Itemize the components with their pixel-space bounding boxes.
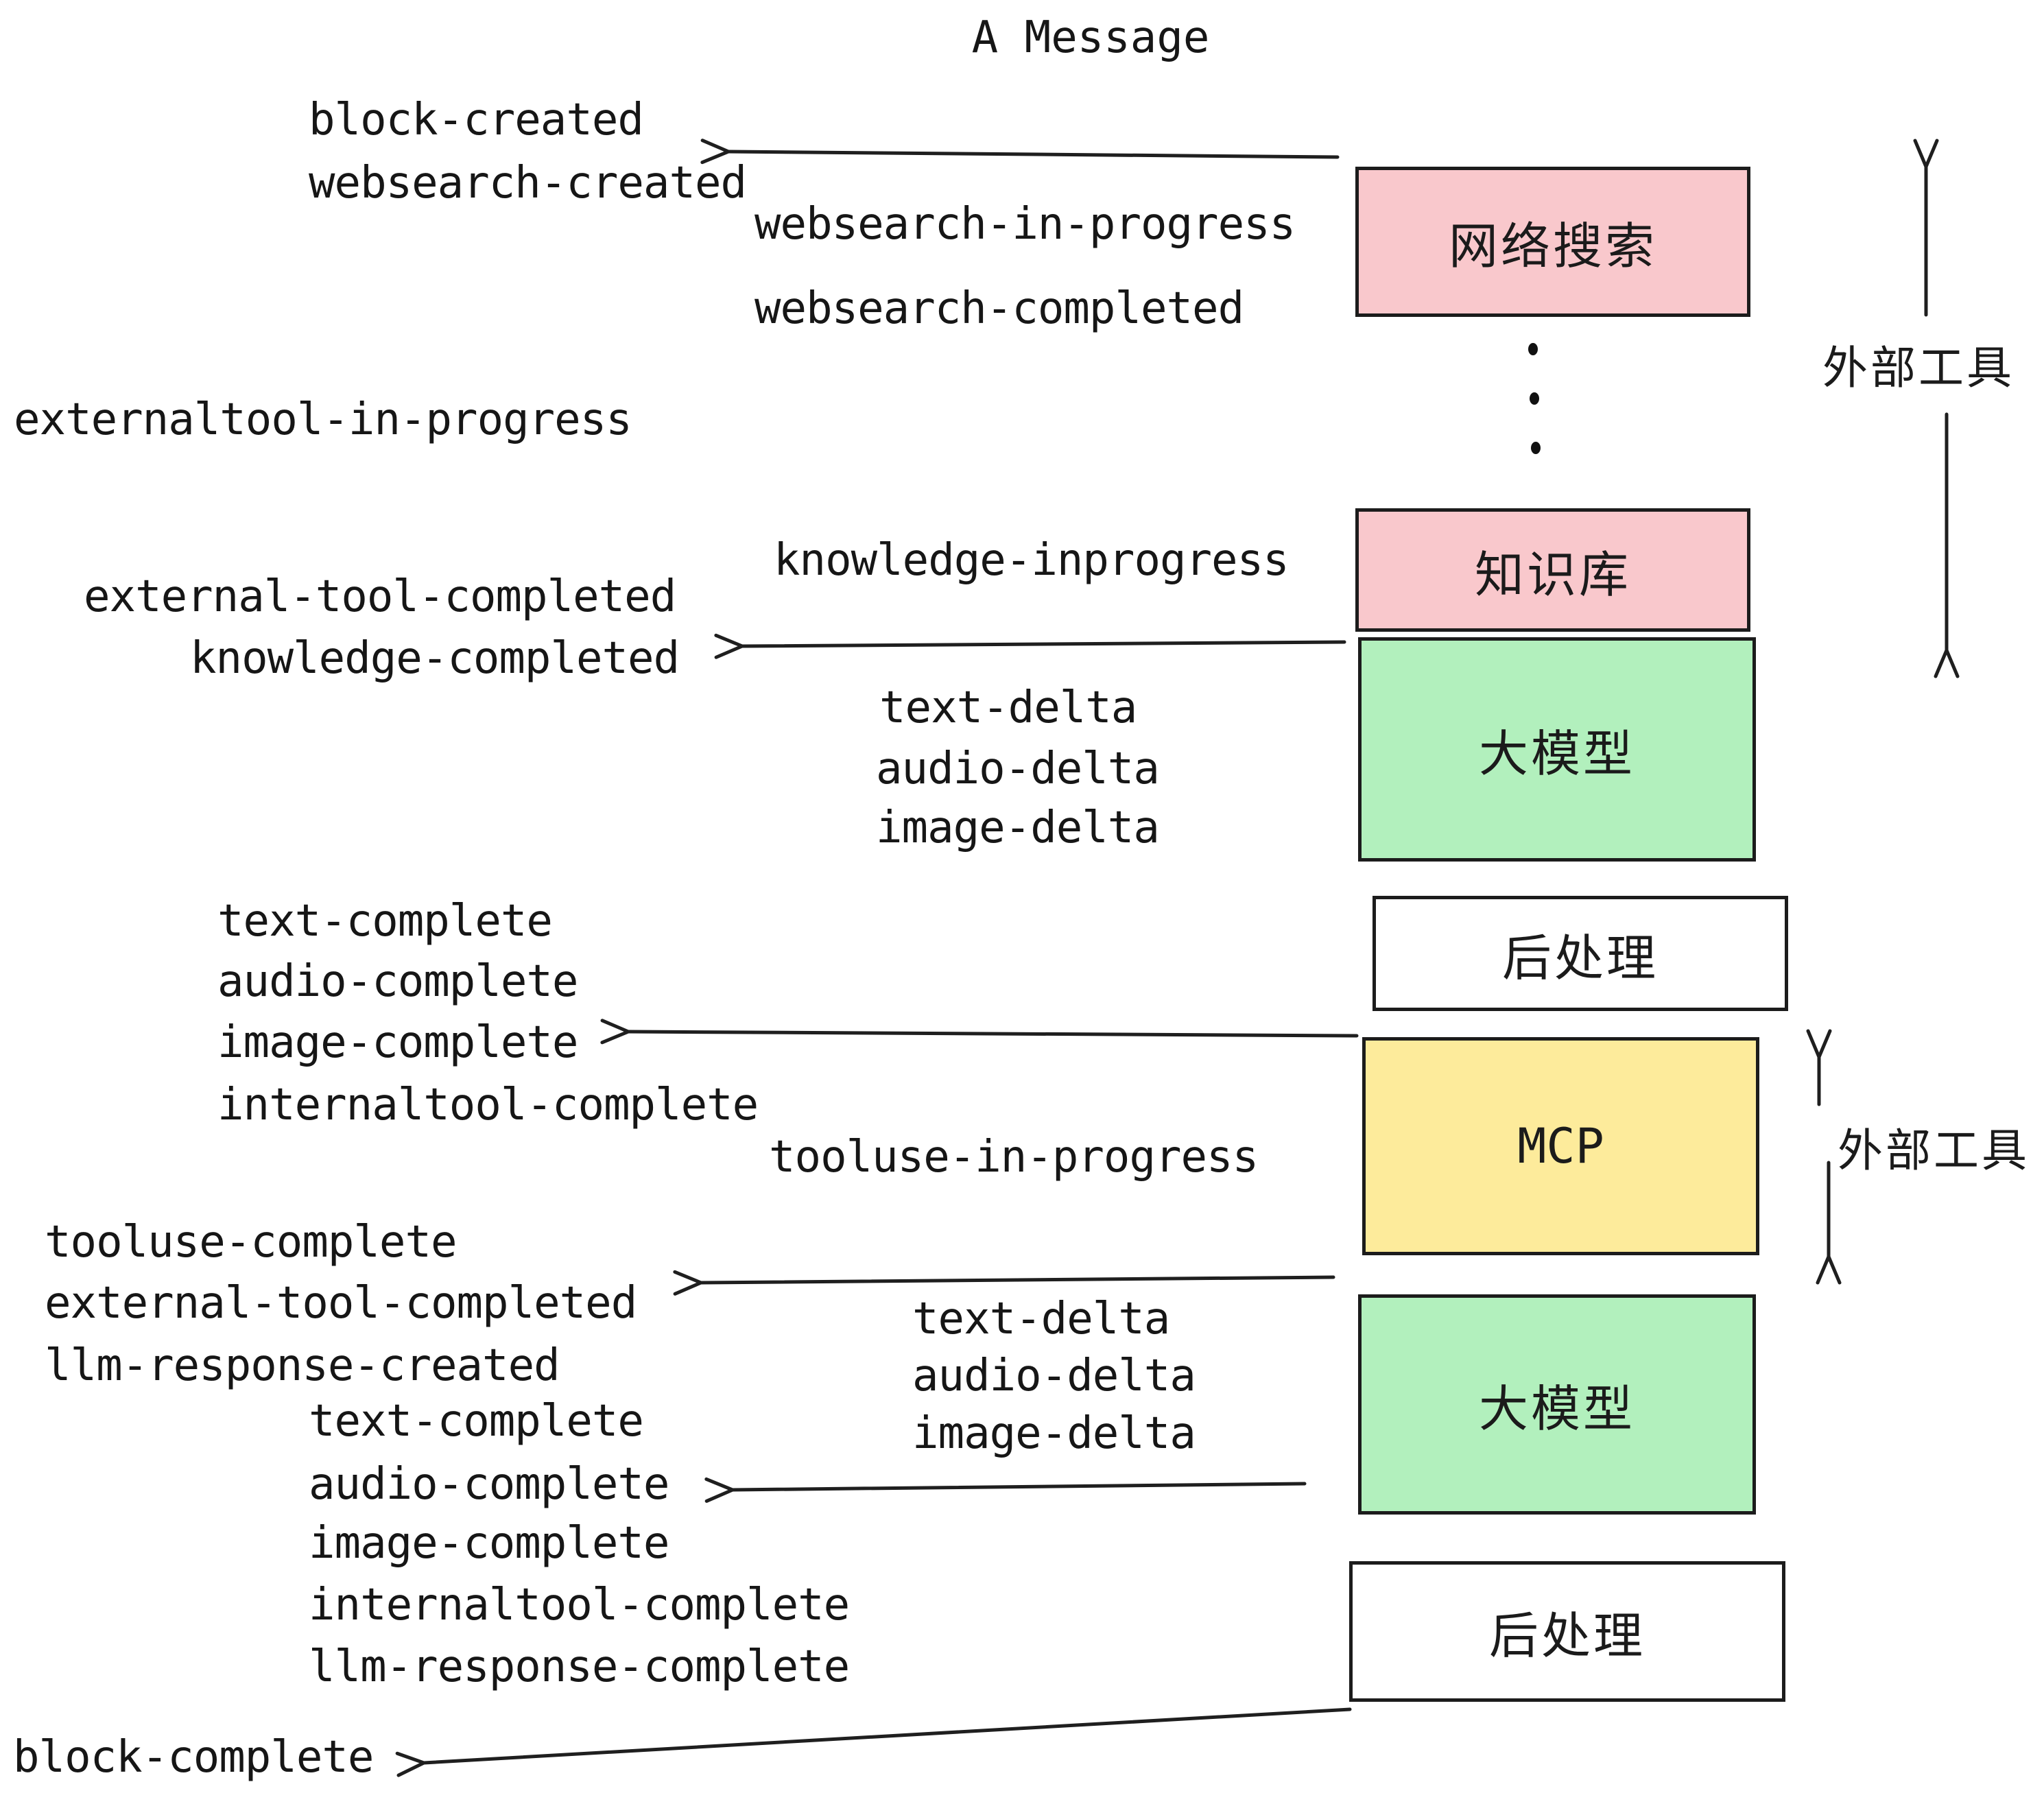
box-websearch: 网络搜索 xyxy=(1355,167,1750,317)
event-knowledge-inprogress: knowledge-inprogress xyxy=(774,535,1290,586)
ellipsis-dot-1 xyxy=(1528,343,1538,355)
event-text-delta-2: text-delta xyxy=(912,1294,1170,1344)
box-llm-1: 大模型 xyxy=(1358,637,1756,862)
ellipsis-dot-3 xyxy=(1531,442,1541,454)
arrow-to-tooluse-complete xyxy=(701,1277,1335,1283)
event-internaltool-complete-1: internaltool-complete xyxy=(217,1080,759,1130)
arrow-to-image-complete xyxy=(628,1032,1359,1036)
box-mcp: MCP xyxy=(1362,1037,1759,1255)
event-tooluse-in-progress: tooluse-in-progress xyxy=(769,1132,1259,1183)
arrow-to-knowledge-completed xyxy=(742,642,1346,646)
box-llm-1-label: 大模型 xyxy=(1478,725,1635,783)
arrow-to-audio-complete xyxy=(733,1484,1307,1490)
event-external-tool-completed-2: external-tool-completed xyxy=(45,1278,637,1329)
arrow-to-block-created xyxy=(728,152,1340,157)
ellipsis-dot-2 xyxy=(1530,392,1539,405)
event-image-complete-1: image-complete xyxy=(217,1017,578,1068)
event-text-complete-1: text-complete xyxy=(217,896,553,947)
external-tools-label-top: 外部工具 xyxy=(1822,342,2015,394)
box-postprocess-2-label: 后处理 xyxy=(1488,1607,1645,1665)
event-audio-delta-2: audio-delta xyxy=(912,1351,1196,1401)
box-knowledge-label: 知识库 xyxy=(1474,545,1631,604)
event-tooluse-complete: tooluse-complete xyxy=(45,1217,457,1268)
event-websearch-created: websearch-created xyxy=(309,158,747,209)
external-tools-label-bottom: 外部工具 xyxy=(1838,1124,2030,1177)
event-llm-response-created: llm-response-created xyxy=(45,1340,560,1391)
event-image-delta-1: image-delta xyxy=(876,803,1160,853)
event-websearch-in-progress: websearch-in-progress xyxy=(754,199,1296,250)
event-llm-response-complete: llm-response-complete xyxy=(309,1641,850,1692)
event-block-complete: block-complete xyxy=(13,1732,374,1783)
event-image-complete-2: image-complete xyxy=(309,1518,669,1569)
event-audio-complete-1: audio-complete xyxy=(217,956,578,1007)
event-internaltool-complete-2: internaltool-complete xyxy=(309,1580,850,1630)
box-postprocess-1-label: 后处理 xyxy=(1501,929,1659,987)
event-image-delta-2: image-delta xyxy=(912,1408,1196,1459)
box-llm-2-label: 大模型 xyxy=(1478,1380,1635,1438)
box-llm-2: 大模型 xyxy=(1358,1294,1756,1515)
box-websearch-label: 网络搜索 xyxy=(1448,217,1657,275)
event-audio-complete-2: audio-complete xyxy=(309,1459,669,1510)
box-postprocess-2: 后处理 xyxy=(1349,1561,1785,1702)
box-knowledge: 知识库 xyxy=(1355,508,1750,632)
event-externaltool-in-progress: externaltool-in-progress xyxy=(14,394,632,445)
arrow-to-block-complete xyxy=(424,1707,1352,1763)
event-audio-delta-1: audio-delta xyxy=(876,744,1160,794)
event-external-tool-completed-1: external-tool-completed xyxy=(84,571,676,622)
event-knowledge-completed: knowledge-completed xyxy=(190,633,680,684)
box-mcp-label: MCP xyxy=(1517,1118,1604,1174)
event-text-complete-2: text-complete xyxy=(309,1396,644,1447)
event-block-created: block-created xyxy=(309,95,644,145)
event-websearch-completed: websearch-completed xyxy=(754,283,1244,334)
box-postprocess-1: 后处理 xyxy=(1372,896,1788,1011)
diagram-title: A Message xyxy=(971,12,1210,63)
event-text-delta-1: text-delta xyxy=(879,683,1137,733)
